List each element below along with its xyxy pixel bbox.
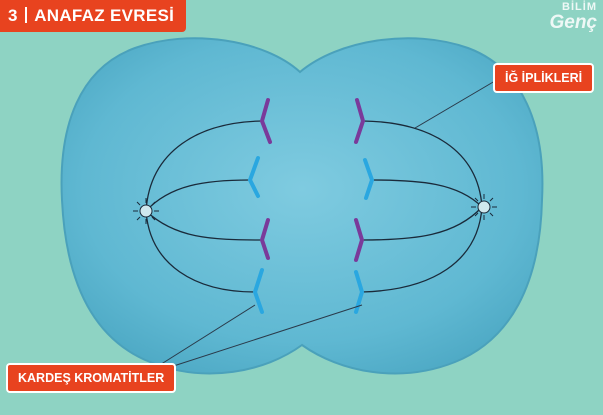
cell-body (62, 38, 543, 373)
title-prefix: 3 (8, 6, 18, 25)
title-divider (25, 7, 27, 23)
logo: BİLİM Genç (541, 2, 597, 36)
page-title: ANAFAZ EVRESİ (34, 6, 174, 25)
sister-chromatids-label: KARDEŞ KROMATİTLER (6, 363, 176, 393)
title-banner: 3 ANAFAZ EVRESİ (0, 0, 186, 32)
logo-line-2: Genç (541, 13, 597, 33)
spindle-fibers-label: İĞ İPLİKLERİ (493, 63, 594, 93)
